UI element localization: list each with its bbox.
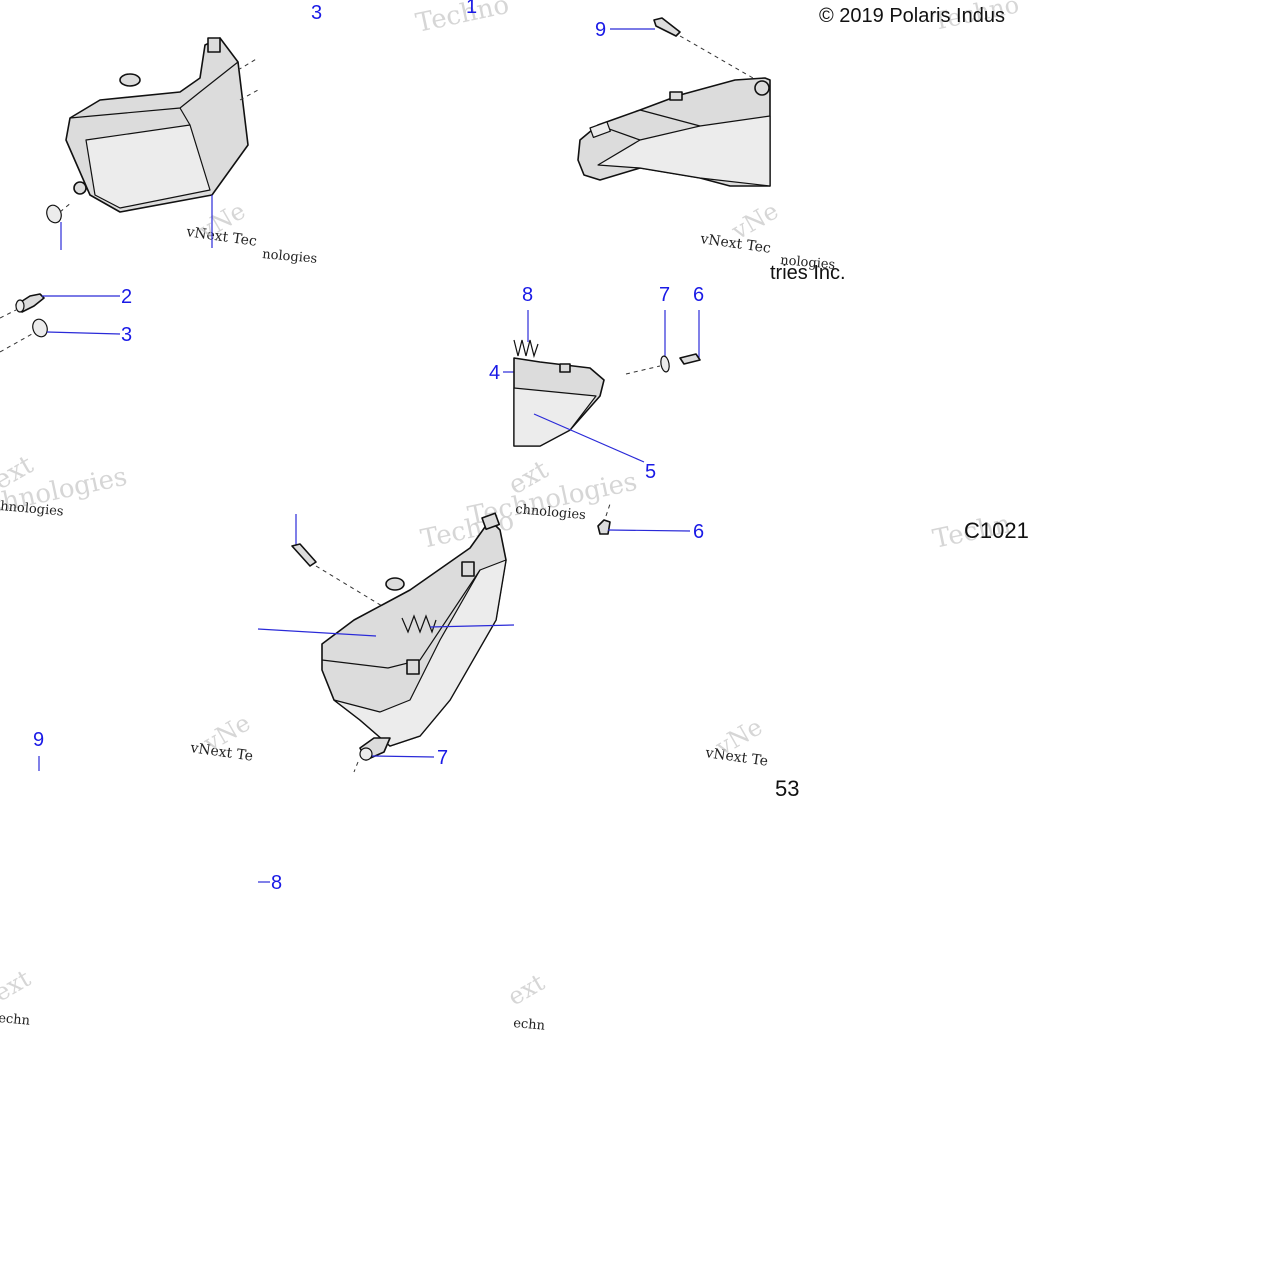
item-9-screw-top [653,17,681,37]
callout-3: 3 [121,324,132,346]
callout-7-lower: 7 [437,747,448,769]
watermark-echn-3: echn [0,1011,31,1029]
copyright-tail: tries Inc. [770,262,846,284]
watermark-nologies-1: nologies [262,247,318,267]
upper-screw-lower-light [291,543,317,567]
o-ring-upper [46,204,62,224]
callout-1: 1 [466,0,477,18]
upper-left-light-housing [65,37,259,213]
callout-2: 2 [121,286,132,308]
callout-9-top: 9 [595,19,606,41]
lower-light-housing [321,512,507,761]
callout-9-lower: 9 [33,729,44,751]
callout-4: 4 [489,362,500,384]
callout-8-top: 8 [522,284,533,306]
callout-3-top: 3 [311,2,322,24]
item-7-washer-top [660,355,670,373]
item-5-lens-housing [513,357,605,447]
upper-right-light-housing [577,77,771,187]
callout-7-top: 7 [659,284,670,306]
item-8-spring [513,339,539,359]
copyright-text: © 2019 Polaris Indus [819,5,1005,27]
callout-8-lower: 8 [271,872,282,894]
callout-6-top: 6 [693,284,704,306]
watermark-hnologies-1: hnologies [0,499,64,519]
watermark-chnologies-2: chnologies [515,502,587,523]
item-6-screw-top [679,353,701,365]
item-2-screw [15,293,45,313]
callout-5: 5 [645,461,656,483]
item-6-screw-lower [597,519,611,535]
item-3-o-ring [32,318,48,338]
watermark-ext-4: ext [503,968,550,1011]
watermark-tech-top: Techno [413,0,512,39]
drawing-code: C1021 [964,518,1029,543]
watermark-echn-4: echn [513,1016,547,1034]
lower-light-spring [401,614,437,634]
watermark-ext-3: ext [0,964,36,1007]
watermark-nologies-2: nologies [780,253,836,273]
page-number: 53 [775,776,799,801]
callout-6-lower: 6 [693,521,704,543]
